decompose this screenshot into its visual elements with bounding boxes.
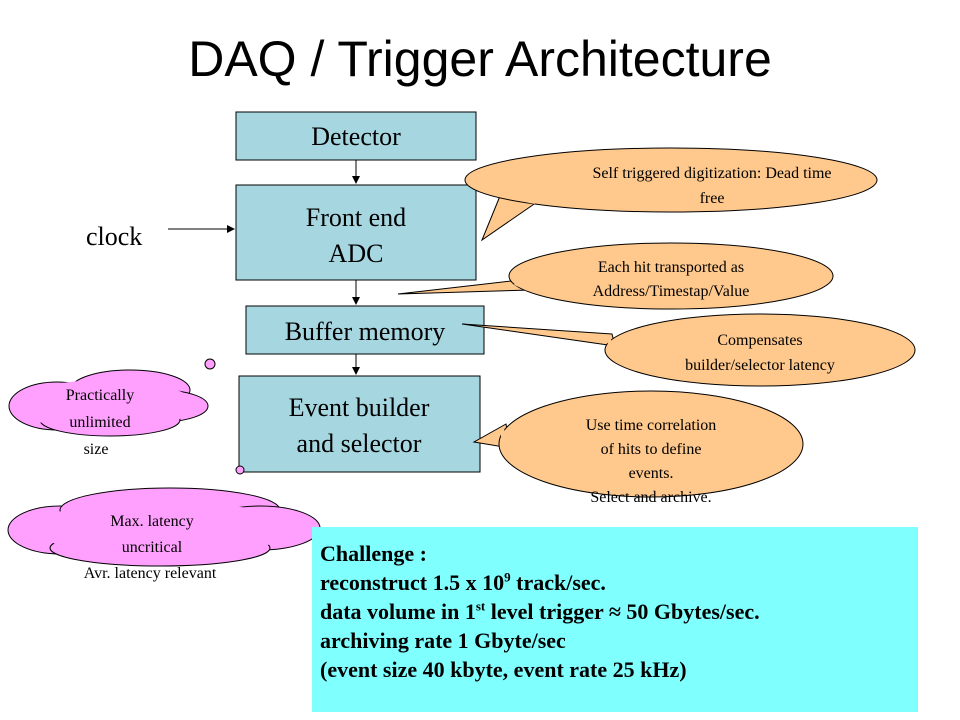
unlimited-text-1: Practically xyxy=(66,387,134,404)
hit-text-2: Address/Timestap/Value xyxy=(593,283,750,300)
callout-compensates: Compensates builder/selector latency xyxy=(461,313,916,387)
challenge-line-2-sup: st xyxy=(475,598,486,614)
challenge-line-3: archiving rate 1 Gbyte/sec xyxy=(320,628,566,653)
correlation-text-3: events. xyxy=(629,465,674,482)
cloud-latency: Max. latency uncritical Avr. latency rel… xyxy=(7,487,321,582)
cloud-tail-dot-1 xyxy=(204,358,216,370)
callout-each-hit: Each hit transported as Address/Timestap… xyxy=(397,242,834,310)
challenge-heading: Challenge : xyxy=(320,541,427,566)
cloud-tail-dot-2 xyxy=(235,465,245,475)
unlimited-text-2: unlimited xyxy=(69,414,130,431)
frontend-label: Front end xyxy=(306,203,406,232)
self-trigger-text-1: Self triggered digitization: Dead time xyxy=(592,165,831,182)
challenge-line-1: reconstruct 1.5 x 109 track/sec. xyxy=(320,568,918,597)
latency-text-1: Max. latency xyxy=(110,513,194,530)
correlation-text-2: of hits to define xyxy=(601,441,702,458)
cloud-unlimited-size: Practically unlimited size xyxy=(8,358,245,475)
challenge-line-1-text: reconstruct 1.5 x 10 xyxy=(320,570,505,595)
clock-label: clock xyxy=(86,222,142,251)
self-trigger-text-2: free xyxy=(700,190,725,207)
detector-box: Detector xyxy=(235,111,477,161)
challenge-line-4: (event size 40 kbyte, event rate 25 kHz) xyxy=(320,657,687,682)
correlation-text-4: Select and archive. xyxy=(590,489,711,506)
compensates-text-1: Compensates xyxy=(717,332,802,349)
compensates-text-2: builder/selector latency xyxy=(685,357,835,374)
event-builder-box: Event builder and selector xyxy=(238,375,481,473)
callout-self-triggered: Self triggered digitization: Dead time f… xyxy=(464,147,878,242)
challenge-box: Challenge : reconstruct 1.5 x 109 track/… xyxy=(312,527,918,712)
hit-text-1: Each hit transported as xyxy=(598,259,744,276)
challenge-line-1-suffix: track/sec. xyxy=(510,570,606,595)
builder-label: Event builder xyxy=(289,393,430,422)
frontend-adc-box: Front end ADC xyxy=(235,184,477,281)
latency-text-3: Avr. latency relevant xyxy=(84,565,217,582)
correlation-text-1: Use time correlation xyxy=(586,417,717,434)
buffer-label: Buffer memory xyxy=(285,317,446,346)
challenge-line-1-sup: 9 xyxy=(504,569,511,585)
unlimited-text-3: size xyxy=(84,441,109,458)
adc-label: ADC xyxy=(329,239,384,268)
detector-label: Detector xyxy=(311,122,401,151)
selector-label: and selector xyxy=(297,429,422,458)
challenge-line-2: data volume in 1st level trigger ≈ 50 Gb… xyxy=(320,597,918,626)
buffer-memory-box: Buffer memory xyxy=(245,305,485,355)
latency-text-2: uncritical xyxy=(122,539,183,556)
challenge-line-2-text: data volume in 1 xyxy=(320,599,476,624)
slide-title: DAQ / Trigger Architecture xyxy=(188,31,772,87)
callout-time-correlation: Use time correlation of hits to define e… xyxy=(472,390,804,506)
challenge-line-2-suffix: level trigger ≈ 50 Gbytes/sec. xyxy=(485,599,760,624)
